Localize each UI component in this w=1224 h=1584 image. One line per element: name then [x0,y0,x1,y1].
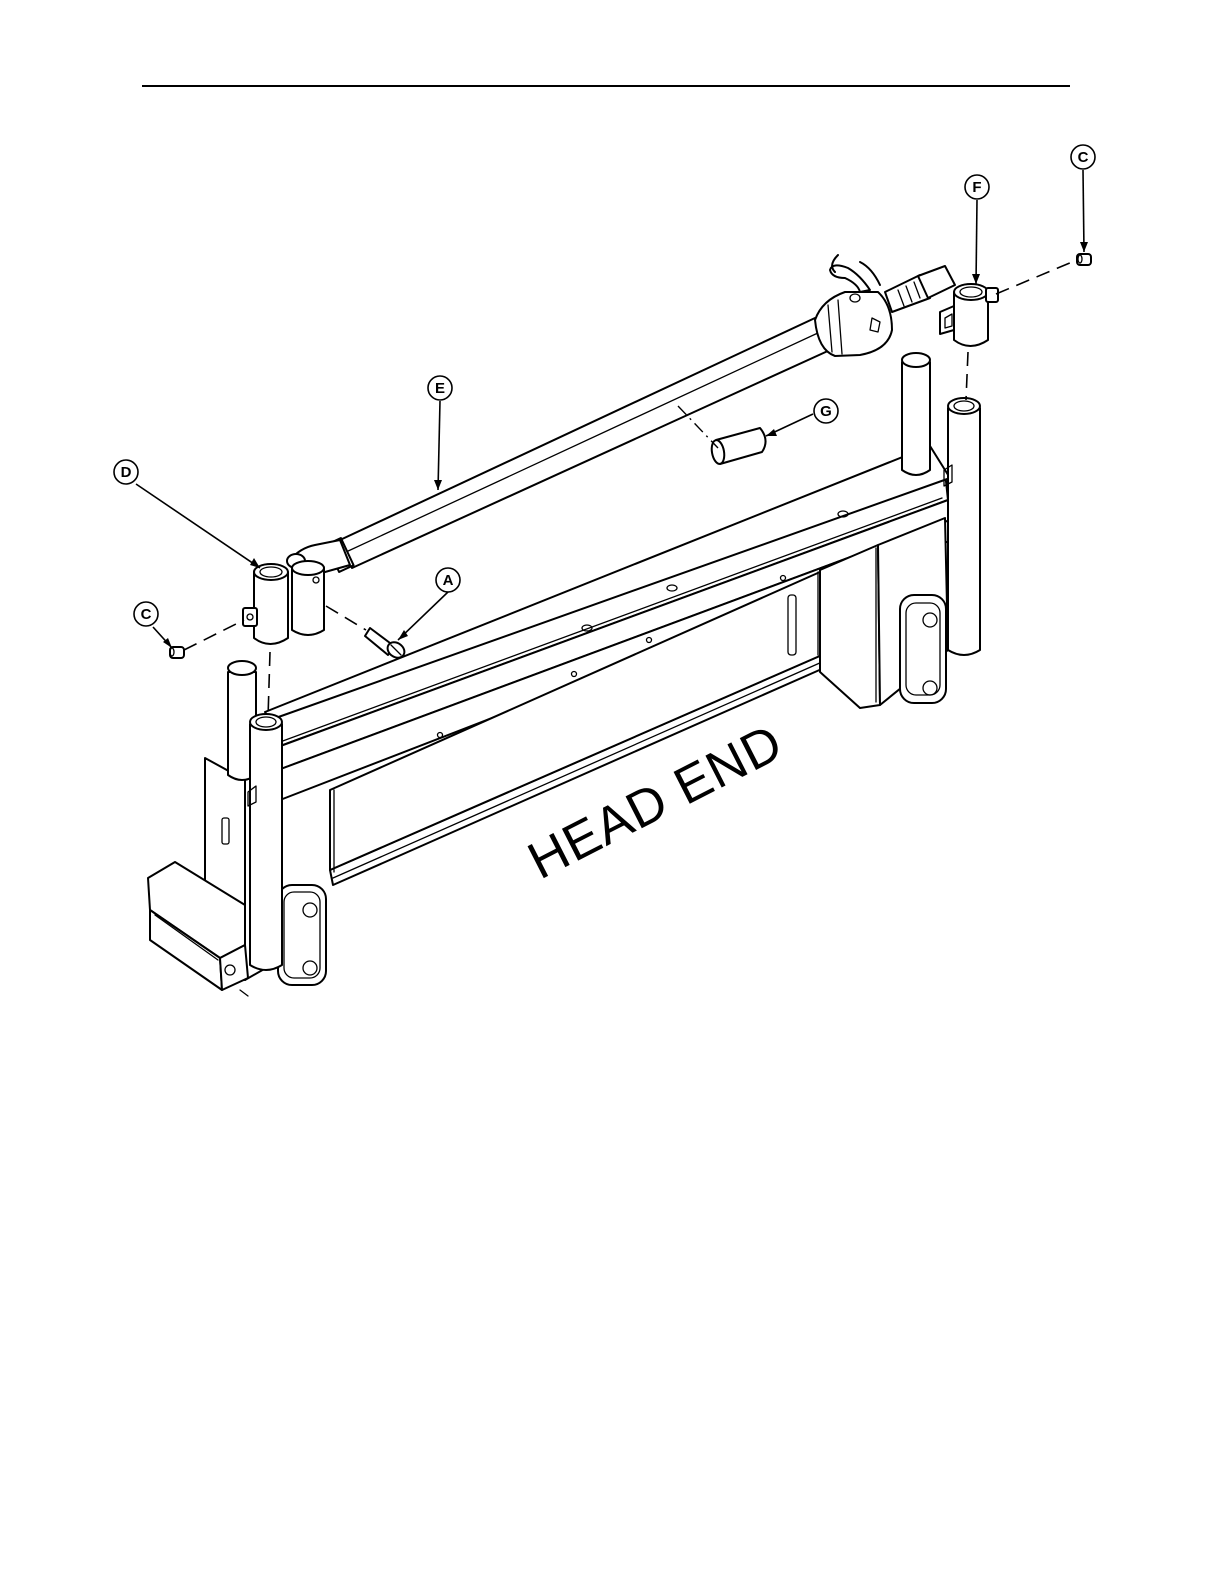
left-socket-part [243,561,324,644]
sleeve-part [710,428,766,465]
callout-f-letter: F [972,179,981,196]
callout-e: E [428,376,452,400]
set-screw-left [170,647,184,658]
pin-part [365,628,407,661]
right-socket-part [940,284,998,346]
callout-a: A [436,568,460,592]
callout-g: G [814,399,838,423]
callout-a-letter: A [443,572,454,589]
callout-f: F [965,175,989,199]
set-screw-right [1077,254,1091,265]
callout-d-letter: D [121,464,132,481]
callout-c-left: C [134,602,158,626]
callout-c-right: C [1071,145,1095,169]
callout-c-right-letter: C [1078,149,1089,166]
callout-g-letter: G [820,403,832,420]
callout-c-left-letter: C [141,606,152,623]
callout-d: D [114,460,138,484]
callout-e-letter: E [435,380,445,397]
